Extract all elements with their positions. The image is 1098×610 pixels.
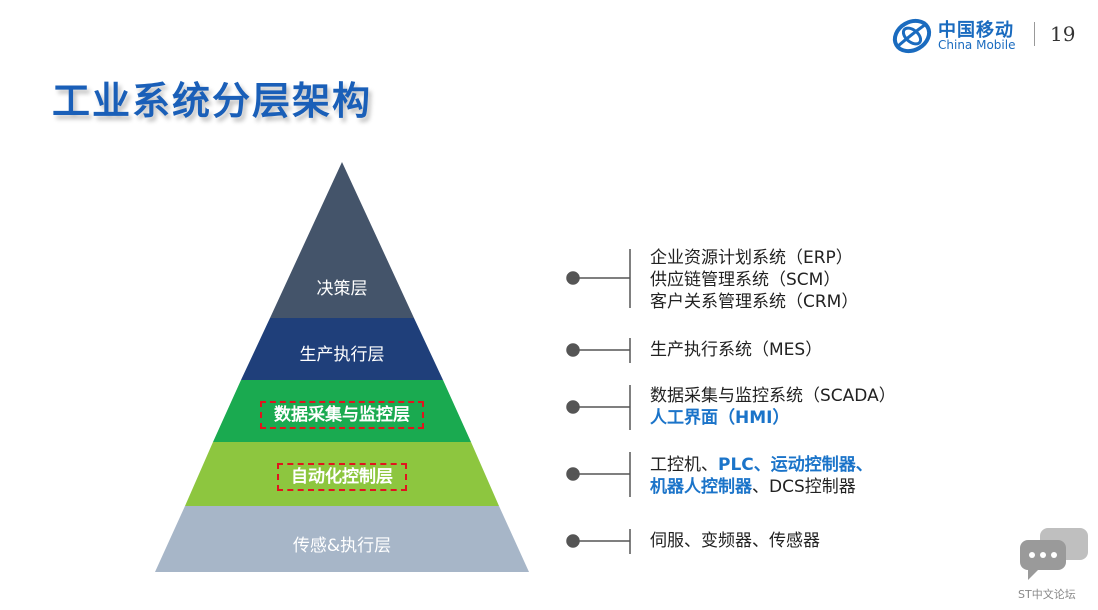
- desc-control-line2: 机器人控制器、DCS控制器: [650, 476, 873, 498]
- layer-label-scada: 数据采集与监控层: [260, 401, 424, 429]
- layer-label-control-wrap: 自动化控制层: [262, 462, 422, 491]
- pyramid-layer-decision: [270, 162, 414, 318]
- pyramid-layer-scada: [213, 380, 471, 442]
- china-mobile-logo-icon: [892, 18, 932, 54]
- layer-label-decision: 决策层: [316, 279, 368, 299]
- desc-erp: 企业资源计划系统（ERP）: [650, 248, 853, 268]
- page-number: 19: [1050, 22, 1076, 46]
- desc-mes: 生产执行系统（MES）: [650, 339, 822, 361]
- desc-scada: 数据采集与监控系统（SCADA） 人工界面（HMI）: [650, 385, 896, 429]
- brand-name-cn: 中国移动: [938, 20, 1014, 41]
- desc-scm: 供应链管理系统（SCM）: [650, 270, 841, 290]
- desc-hmi-line: 人工界面（HMI）: [650, 408, 790, 428]
- desc-robot: 机器人控制器: [650, 477, 752, 497]
- desc-mes-line: 生产执行系统（MES）: [650, 340, 823, 360]
- desc-control: 工控机、PLC、运动控制器、 机器人控制器、DCS控制器: [650, 454, 873, 498]
- layer-label-scada-wrap: 数据采集与监控层: [259, 400, 425, 429]
- watermark: ST中文论坛: [1018, 526, 1094, 606]
- desc-decision: 企业资源计划系统（ERP） 供应链管理系统（SCM） 客户关系管理系统（CRM）: [650, 247, 858, 313]
- desc-sensor: 伺服、变频器、传感器: [650, 530, 820, 552]
- layer-label-mes: 生产执行层: [299, 345, 385, 365]
- pyramid-layer-mes: [241, 318, 443, 380]
- chat-bubble-icon: [1020, 528, 1088, 580]
- connector-3: [566, 385, 631, 430]
- desc-scada-line: 数据采集与监控系统（SCADA）: [650, 386, 896, 406]
- desc-plc: PLC、运动控制器、: [718, 455, 873, 475]
- connector-4: [566, 452, 631, 497]
- connector-1: [566, 249, 631, 308]
- brand-logo: 中国移动 China Mobile: [890, 14, 1030, 58]
- connector-2: [566, 338, 631, 363]
- pyramid-layer-control: [185, 442, 499, 506]
- desc-crm: 客户关系管理系统（CRM）: [650, 292, 859, 312]
- watermark-text: ST中文论坛: [1018, 588, 1076, 601]
- desc-dcs: 、DCS控制器: [752, 477, 856, 497]
- header-divider: [1034, 22, 1035, 46]
- desc-control-line1: 工控机、PLC、运动控制器、: [650, 454, 873, 476]
- layer-label-control: 自动化控制层: [277, 463, 407, 491]
- pyramid-layer-sensor: [155, 506, 529, 572]
- desc-ipc: 工控机、: [650, 455, 718, 475]
- connector-5: [566, 529, 631, 554]
- desc-sensor-line: 伺服、变频器、传感器: [650, 531, 820, 551]
- page-title: 工业系统分层架构: [52, 79, 373, 123]
- layer-label-sensor: 传感&执行层: [292, 536, 392, 556]
- brand-name-en: China Mobile: [938, 38, 1016, 52]
